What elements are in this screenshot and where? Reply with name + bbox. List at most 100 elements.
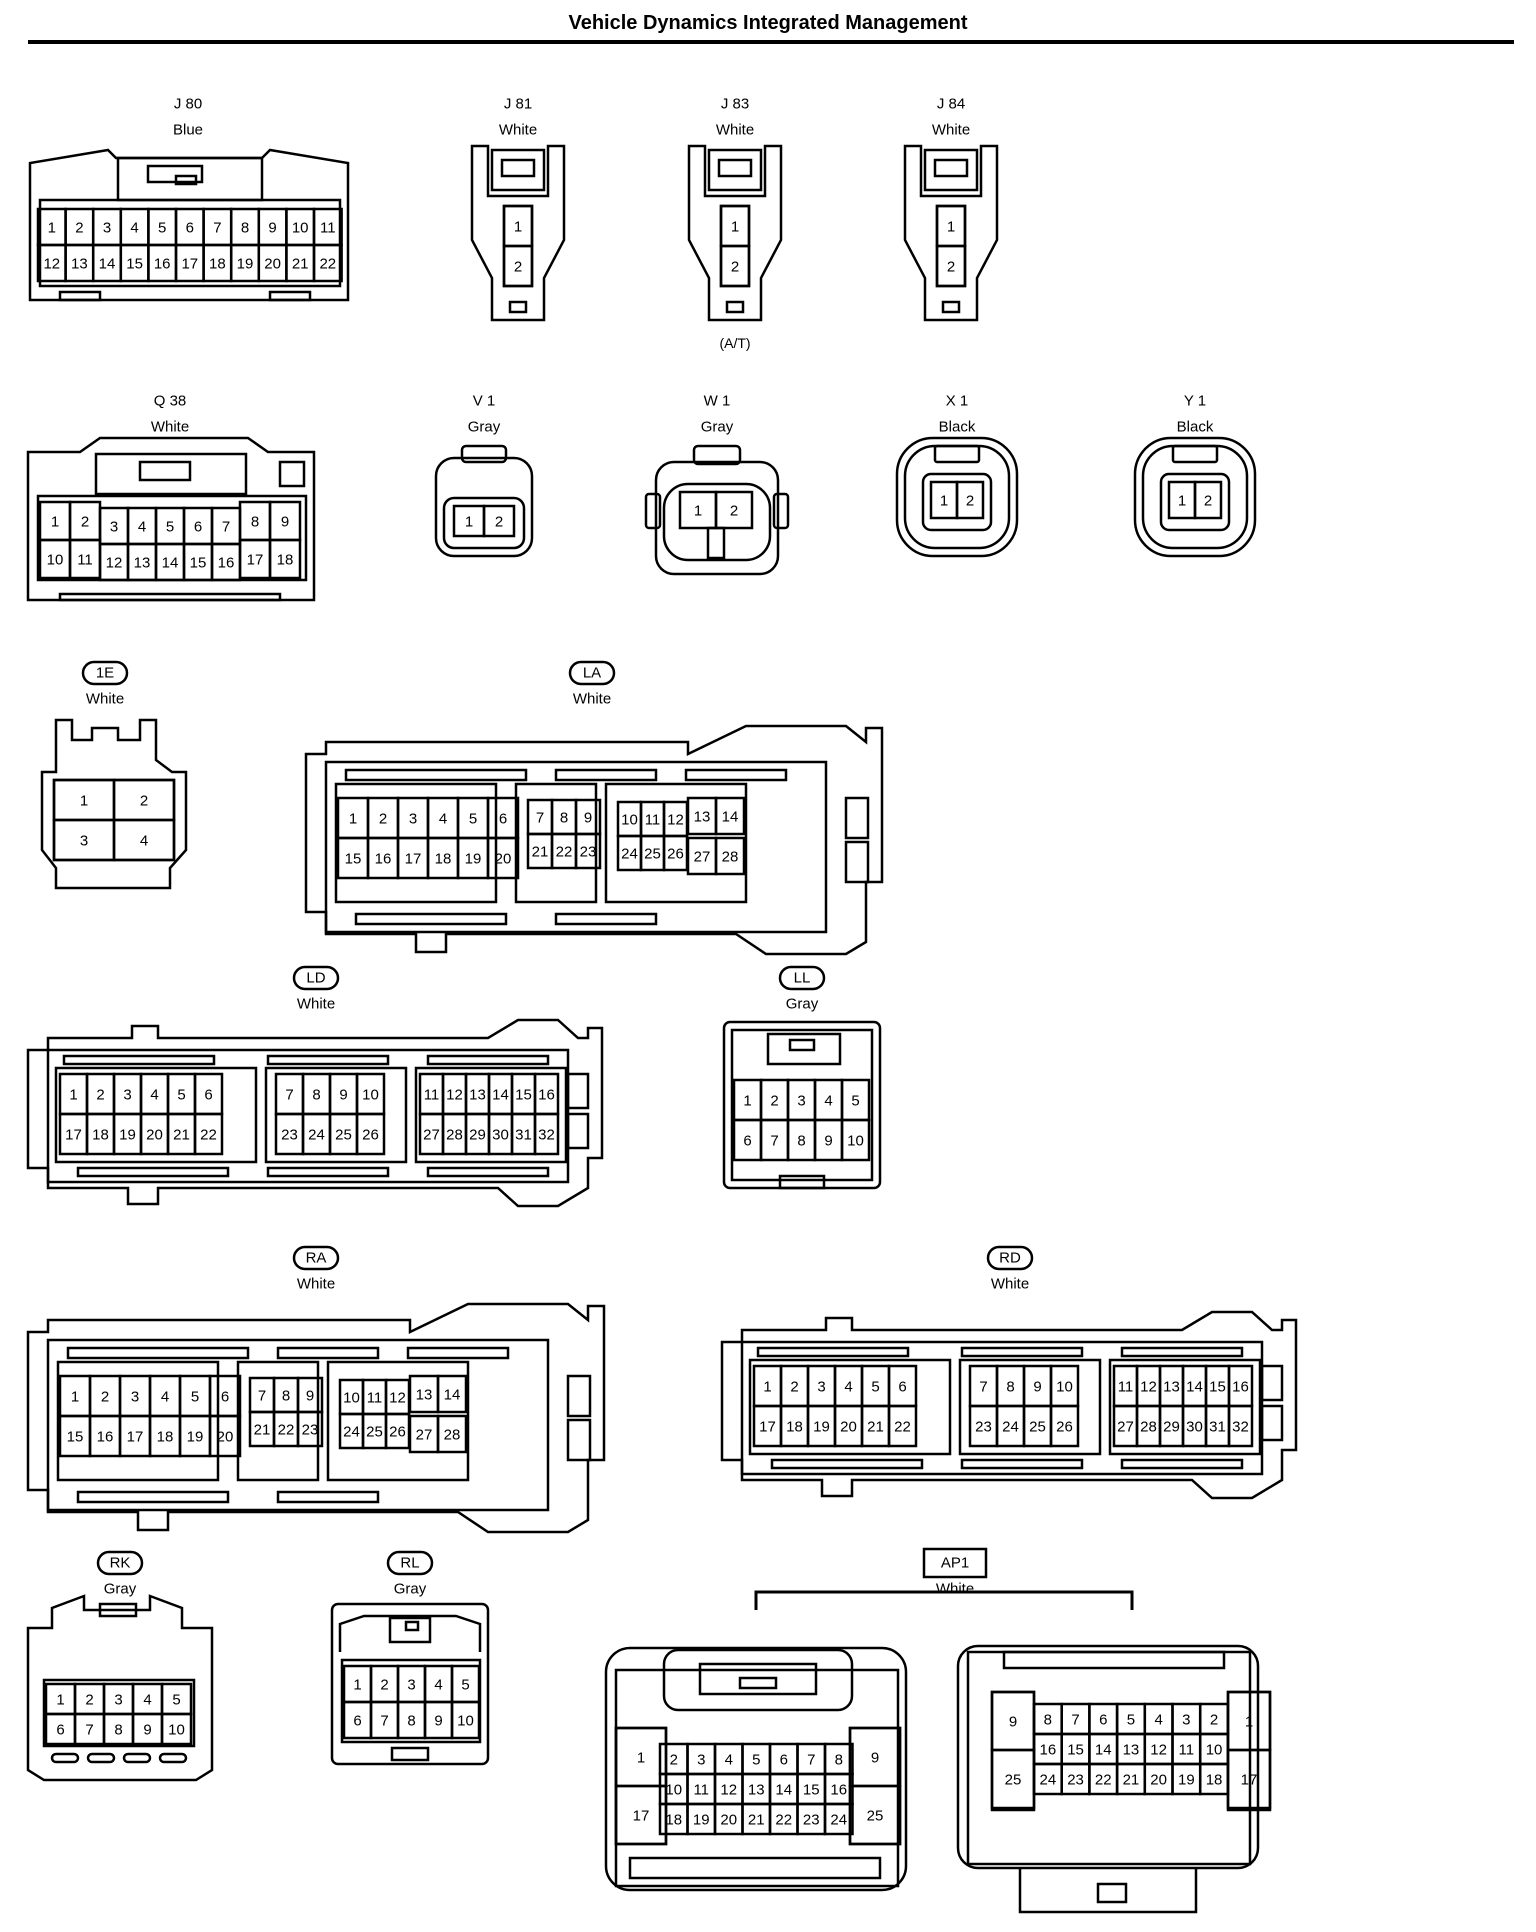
outline-part <box>903 144 999 322</box>
pin-number: 5 <box>1127 1712 1135 1729</box>
outline-part <box>208 1414 242 1458</box>
outline-part <box>482 504 516 538</box>
outline-part <box>823 1802 854 1836</box>
connector-name: Y 1 <box>1184 393 1206 410</box>
pin-number: 25 <box>366 1424 383 1441</box>
connector-color: White <box>991 1276 1029 1293</box>
outline-part <box>887 1404 918 1448</box>
pin-number: 11 <box>77 552 93 569</box>
pin-number: 6 <box>186 220 194 237</box>
connector-name: LA <box>583 665 601 682</box>
pin-number: 27 <box>416 1427 433 1444</box>
outline-part <box>719 244 751 288</box>
pin-number: 12 <box>43 256 60 273</box>
outline-part <box>50 1752 80 1764</box>
pin-number: 8 <box>241 220 249 237</box>
pin-number: 19 <box>119 1127 136 1144</box>
pin-number: 2 <box>731 259 739 276</box>
pin-number: 1 <box>51 514 59 531</box>
pin-number: 17 <box>405 851 422 868</box>
connector-color: White <box>297 1276 335 1293</box>
outline-part <box>1260 1404 1284 1442</box>
pin-number: 3 <box>407 1677 415 1694</box>
outline-part <box>98 1602 138 1618</box>
pin-number: 15 <box>345 851 362 868</box>
pin-number: 2 <box>380 1677 388 1694</box>
outline-part <box>922 1547 988 1579</box>
outline-part <box>276 1490 380 1504</box>
outline-part <box>268 290 312 302</box>
outline-part <box>770 1458 924 1470</box>
pin-number: 2 <box>85 1692 93 1709</box>
outline-part <box>312 243 343 283</box>
pin-number: 26 <box>1056 1419 1073 1436</box>
pin-number: 20 <box>217 1429 234 1446</box>
outline-part <box>138 460 192 482</box>
pin-number: 18 <box>209 256 226 273</box>
pin-number: 6 <box>780 1752 788 1769</box>
pin-number: 17 <box>1241 1772 1258 1789</box>
pin-number: 28 <box>446 1127 463 1144</box>
pin-number: 3 <box>797 1093 805 1110</box>
outline-part <box>738 1676 778 1690</box>
pin-number: 25 <box>1005 1772 1022 1789</box>
pin-number: 2 <box>1210 1712 1218 1729</box>
pin-number: 5 <box>158 220 166 237</box>
outline-part <box>848 1784 902 1846</box>
pin-number: 12 <box>667 812 684 829</box>
outline-part <box>628 1856 882 1880</box>
pin-number: 1 <box>56 1692 64 1709</box>
pin-number: 3 <box>123 1087 131 1104</box>
outline-part <box>566 1374 592 1418</box>
pin-number: 10 <box>1056 1379 1073 1396</box>
pin-number: 11 <box>1179 1742 1195 1759</box>
pin-number: 4 <box>138 519 146 536</box>
outline-part <box>160 1712 193 1746</box>
outline-part <box>404 1620 420 1632</box>
pin-number: 15 <box>1209 1379 1226 1396</box>
pin-number: 25 <box>1029 1419 1046 1436</box>
outline-part <box>278 460 306 488</box>
pin-number: 17 <box>759 1419 776 1436</box>
outline-part <box>921 472 993 532</box>
pin-number: 12 <box>1150 1742 1167 1759</box>
pin-number: 3 <box>817 1379 825 1396</box>
outline-part <box>406 1346 510 1360</box>
pin-number: 12 <box>446 1087 463 1104</box>
pin-number: 27 <box>694 849 711 866</box>
connector-color: White <box>573 691 611 708</box>
outline-part <box>1198 1762 1230 1796</box>
pin-number: 2 <box>790 1379 798 1396</box>
outline-part <box>554 912 658 926</box>
outline-part <box>58 592 282 602</box>
pin-number: 1 <box>48 220 56 237</box>
pin-number: 11 <box>320 220 336 237</box>
pin-number: 1 <box>1245 1714 1253 1731</box>
outline-part <box>292 965 340 991</box>
outline-part <box>1018 1868 1198 1914</box>
outline-part <box>730 1028 874 1182</box>
pin-number: 16 <box>538 1087 555 1104</box>
pin-number: 9 <box>871 1750 879 1767</box>
pin-number: 2 <box>81 514 89 531</box>
pin-number: 16 <box>375 851 392 868</box>
pin-number: 2 <box>1204 493 1212 510</box>
outline-part <box>554 768 658 782</box>
pin-number: 27 <box>423 1127 440 1144</box>
pin-number: 1 <box>71 1389 79 1406</box>
pin-number: 4 <box>1154 1712 1162 1729</box>
pin-number: 15 <box>803 1782 820 1799</box>
pin-number: 12 <box>389 1390 406 1407</box>
outline-part <box>933 158 969 178</box>
outline-part <box>326 1360 470 1482</box>
pin-number: 10 <box>621 812 638 829</box>
outline-part <box>706 526 726 560</box>
pin-number: 5 <box>177 1087 185 1104</box>
pin-number: 9 <box>1009 1714 1017 1731</box>
pin-number: 11 <box>367 1390 383 1407</box>
